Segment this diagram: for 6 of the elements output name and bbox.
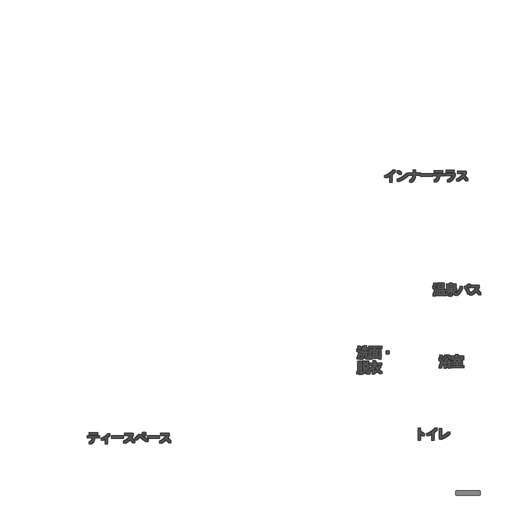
- room-label: ティースペース: [87, 432, 171, 447]
- room-label: 温泉バス: [433, 284, 481, 299]
- room-label: トイレ: [414, 428, 450, 443]
- room-label: インナーテラス: [384, 170, 468, 185]
- room-label: 浴室: [439, 356, 463, 371]
- room-label: 洗面・脱衣: [357, 347, 393, 377]
